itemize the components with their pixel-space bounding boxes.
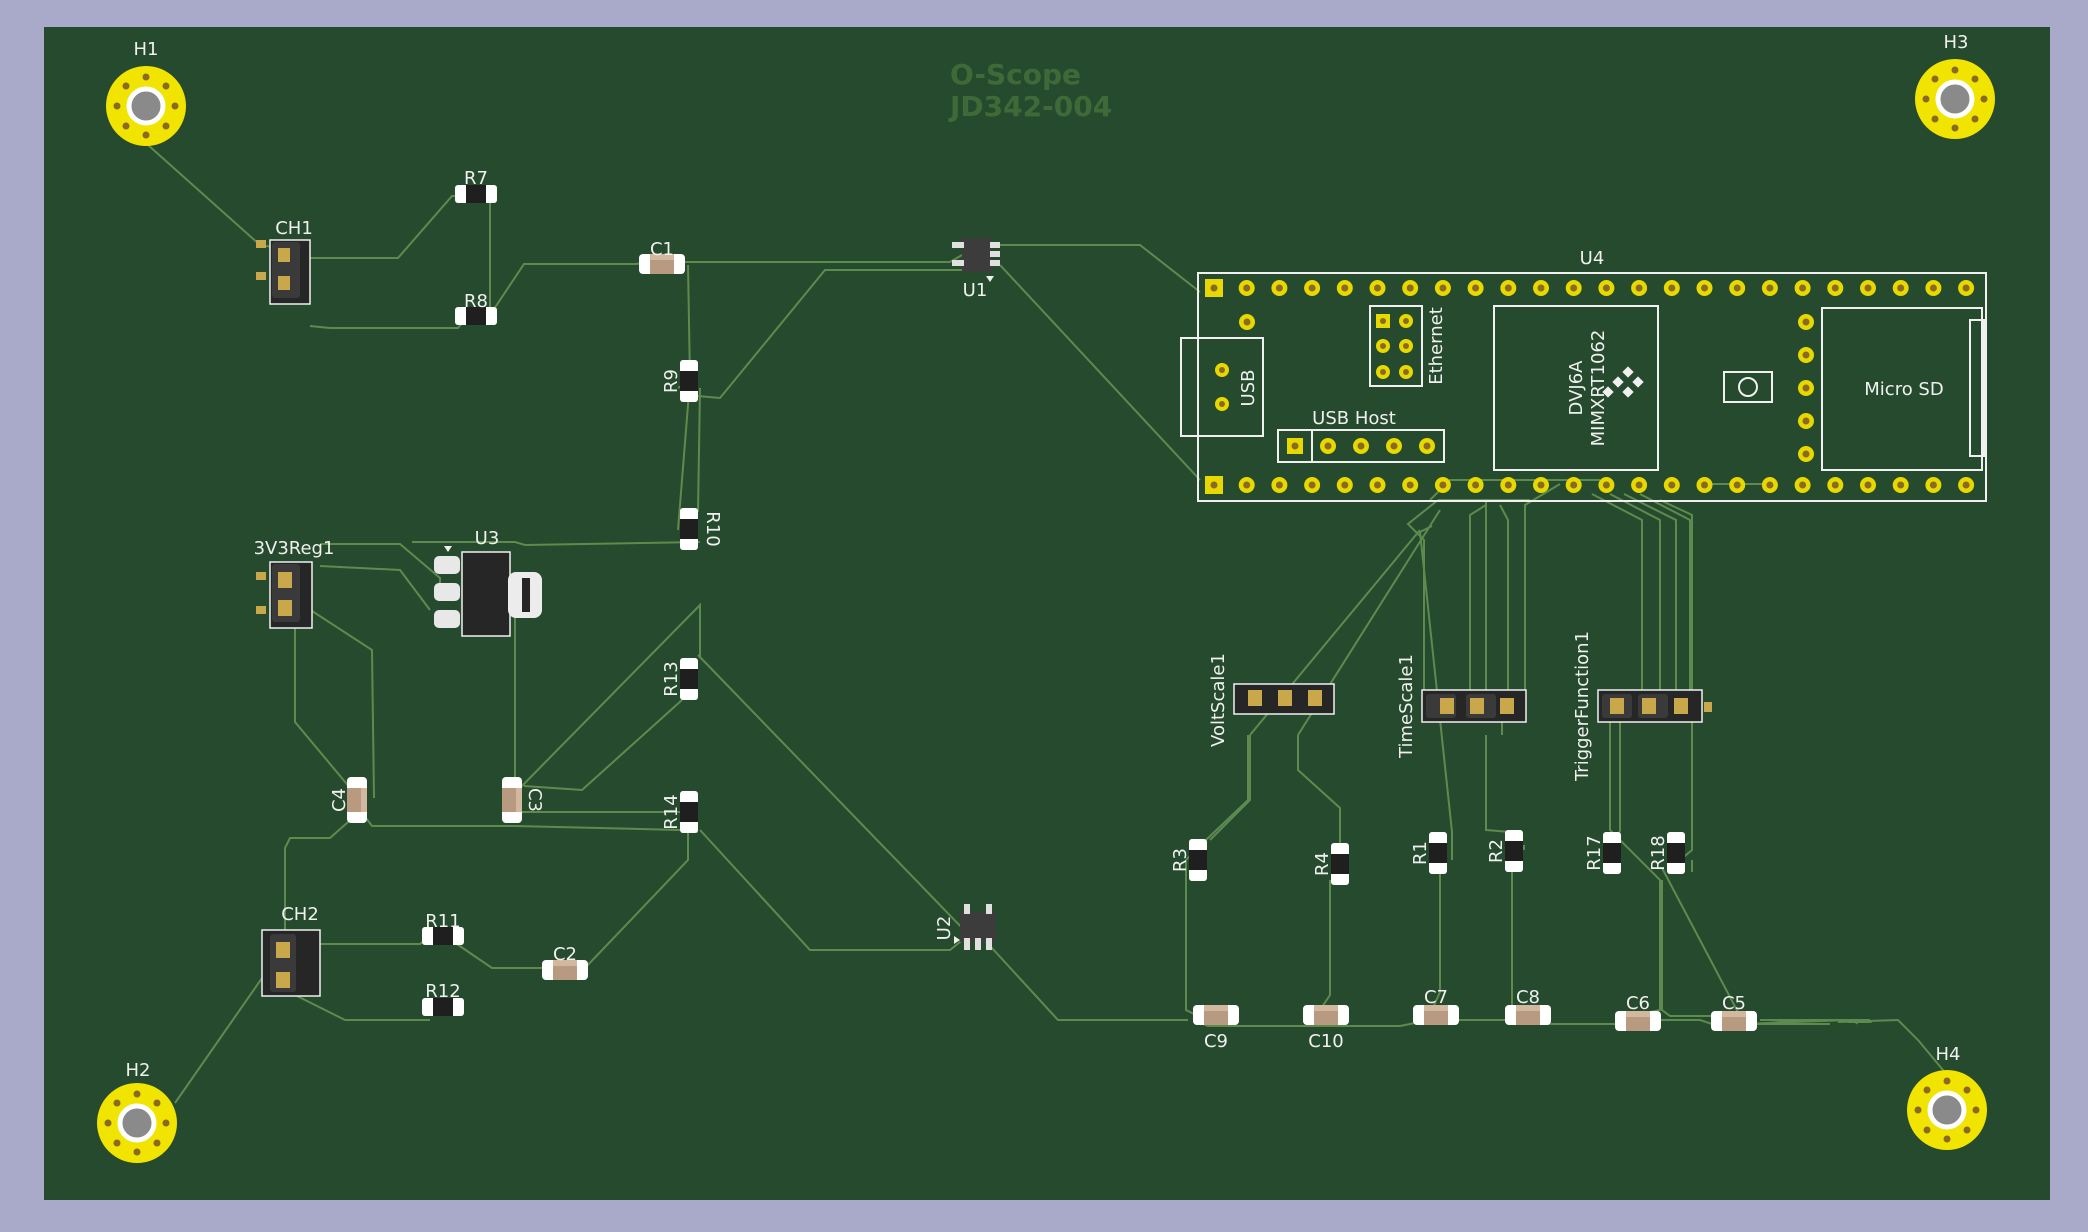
- ic-u1: U1: [952, 238, 1000, 301]
- resistor-r17: [1603, 832, 1621, 874]
- u2-label: U2: [934, 916, 955, 941]
- capacitor-label-c7: C7: [1424, 987, 1448, 1008]
- connector-voltscale1: VoltScale1: [1208, 653, 1335, 747]
- capacitor-label-c2: C2: [553, 944, 577, 965]
- resistor-r4: [1331, 843, 1349, 885]
- connector-ch1: CH1: [256, 218, 313, 305]
- mounting-hole-h1: H1: [106, 39, 186, 146]
- side-pins: [1798, 314, 1814, 462]
- resistor-label-r8: R8: [464, 291, 488, 312]
- chip-text-line2: MIMXRT1062: [1588, 330, 1609, 447]
- u4-label: U4: [1580, 248, 1605, 269]
- hole-label-h2: H2: [126, 1060, 151, 1081]
- board-title-line2: JD342-004: [948, 90, 1112, 123]
- capacitor-c1: [639, 254, 685, 274]
- ic-u2: U2: [934, 904, 996, 950]
- resistor-label-r17: R17: [1584, 835, 1605, 870]
- timescale-label: TimeScale1: [1396, 654, 1417, 759]
- u3-label: U3: [475, 528, 500, 549]
- resistor-label-r14: R14: [661, 794, 682, 829]
- hole-label-h4: H4: [1936, 1044, 1961, 1065]
- resistor-label-r9: R9: [661, 369, 682, 393]
- resistor-r2: [1505, 830, 1523, 872]
- hole-label-h3: H3: [1944, 32, 1969, 53]
- ch2-label: CH2: [281, 904, 319, 925]
- reg-label: 3V3Reg1: [254, 538, 335, 559]
- hole-label-h1: H1: [134, 39, 159, 60]
- connector-timescale1: TimeScale1: [1396, 654, 1527, 759]
- resistor-label-r2: R2: [1486, 839, 1507, 863]
- capacitor-label-c8: C8: [1516, 987, 1540, 1008]
- mounting-hole-h2: H2: [97, 1060, 177, 1163]
- resistor-r1: [1429, 832, 1447, 874]
- capacitor-label-c9: C9: [1204, 1031, 1228, 1052]
- connector-ch2: CH2: [261, 904, 321, 997]
- resistor-r7: [455, 185, 497, 203]
- capacitor-c7: [1413, 1005, 1459, 1025]
- resistor-r9: [680, 360, 698, 402]
- trigger-label: TriggerFunction1: [1572, 631, 1593, 782]
- copper-traces: [147, 144, 1959, 1104]
- micro-sd-label: Micro SD: [1864, 379, 1943, 400]
- ic-u3: U3: [434, 528, 542, 637]
- pcb-board: [44, 27, 2050, 1200]
- capacitor-label-c5: C5: [1722, 993, 1746, 1014]
- resistor-r3: [1189, 839, 1207, 881]
- board-title-line1: O-Scope: [950, 58, 1081, 91]
- resistor-r10: [680, 508, 698, 550]
- usb-host-label: USB Host: [1312, 408, 1396, 429]
- resistor-r12: [422, 998, 464, 1016]
- capacitor-c5: [1711, 1011, 1757, 1031]
- capacitor-label-c1: C1: [650, 239, 674, 260]
- pin-row-top: [1205, 279, 1975, 297]
- resistor-label-r13: R13: [661, 661, 682, 696]
- resistor-r13: [680, 658, 698, 700]
- resistor-label-r11: R11: [425, 911, 460, 932]
- resistor-r14: [680, 791, 698, 833]
- resistor-label-r12: R12: [425, 981, 460, 1002]
- connector-triggerfunction1: TriggerFunction1: [1572, 631, 1712, 782]
- capacitor-c2: [542, 960, 588, 980]
- capacitor-label-c4: C4: [329, 788, 350, 812]
- resistor-r11: [422, 927, 464, 945]
- resistor-r18: [1667, 832, 1685, 874]
- capacitor-c4: [347, 777, 367, 823]
- capacitor-c3: [502, 777, 522, 823]
- resistor-label-r7: R7: [464, 168, 488, 189]
- resistor-label-r4: R4: [1312, 852, 1333, 876]
- capacitor-c9: [1193, 1005, 1239, 1025]
- connector-3v3reg1: 3V3Reg1: [254, 538, 335, 629]
- chip-text-line1: DVJ6A: [1566, 360, 1587, 416]
- resistor-label-r1: R1: [1410, 841, 1431, 865]
- pin-row-bottom: [1205, 476, 1975, 494]
- mounting-hole-h3: H3: [1915, 32, 1995, 139]
- mounting-hole-h4: H4: [1907, 1044, 1987, 1150]
- resistor-label-r10: R10: [702, 511, 723, 546]
- voltscale-label: VoltScale1: [1208, 653, 1229, 747]
- capacitor-c8: [1505, 1005, 1551, 1025]
- u1-label: U1: [963, 280, 988, 301]
- ch1-label: CH1: [275, 218, 313, 239]
- capacitor-label-c3: C3: [524, 788, 545, 812]
- capacitor-label-c6: C6: [1626, 993, 1650, 1014]
- resistor-label-r18: R18: [1648, 835, 1669, 870]
- capacitor-c10: [1303, 1005, 1349, 1025]
- teensy-u4: U4 USB Ethernet USB Host DVJ6A MIMXRT106…: [1180, 248, 1987, 502]
- capacitor-c6: [1615, 1011, 1661, 1031]
- ethernet-label: Ethernet: [1426, 307, 1447, 385]
- capacitor-label-c10: C10: [1308, 1031, 1343, 1052]
- resistor-label-r3: R3: [1170, 848, 1191, 872]
- nxp-logo-icon: [1602, 366, 1644, 398]
- usb-label: USB: [1238, 370, 1259, 407]
- resistor-r8: [455, 307, 497, 325]
